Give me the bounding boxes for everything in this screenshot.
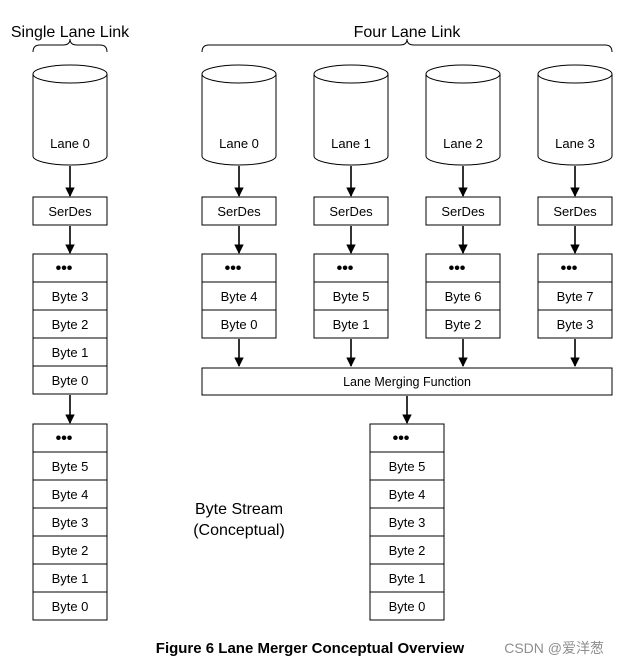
serdes-label: SerDes [217, 204, 261, 219]
byte-cell: Byte 4 [52, 487, 89, 502]
figure-caption: Figure 6 Lane Merger Conceptual Overview [156, 640, 465, 657]
byte-cell: Byte 2 [52, 317, 89, 332]
lane-label: Lane 3 [555, 136, 595, 151]
single-lane-brace [32, 38, 108, 53]
lane-cylinder: Lane 0 [32, 64, 108, 166]
byte-cell: Byte 5 [389, 459, 426, 474]
lane-column-0: Lane 0 SerDes ••• Byte 4 Byte 0 [201, 64, 277, 367]
byte-cell: Byte 1 [333, 317, 370, 332]
serdes-label: SerDes [48, 204, 92, 219]
byte-stream-label: Byte Stream [195, 501, 283, 518]
byte-cell: Byte 0 [52, 373, 89, 388]
merged-byte-stream: ••• Byte 5 Byte 4 Byte 3 Byte 2 Byte 1 B… [369, 423, 445, 621]
byte-buffer: ••• Byte 3 Byte 2 Byte 1 Byte 0 [32, 253, 108, 395]
lane-column-2: Lane 2 SerDes ••• Byte 6 Byte 2 [425, 64, 501, 367]
lane-merging-label: Lane Merging Function [343, 375, 471, 389]
ellipsis-dots: ••• [56, 260, 73, 277]
ellipsis-dots: ••• [449, 260, 466, 277]
serdes-label: SerDes [329, 204, 373, 219]
lane-column-1: Lane 1 SerDes ••• Byte 5 Byte 1 [313, 64, 389, 367]
lane-merging-function-box: Lane Merging Function [201, 367, 613, 396]
ellipsis-dots: ••• [561, 260, 578, 277]
byte-cell: Byte 6 [445, 289, 482, 304]
byte-cell: Byte 3 [557, 317, 594, 332]
lane-label: Lane 0 [50, 136, 90, 151]
ellipsis-dots: ••• [56, 430, 73, 447]
serdes-label: SerDes [441, 204, 485, 219]
lane-label: Lane 1 [331, 136, 371, 151]
byte-cell: Byte 1 [52, 345, 89, 360]
byte-cell: Byte 2 [52, 543, 89, 558]
byte-cell: Byte 3 [52, 289, 89, 304]
four-lane-header: Four Lane Link [354, 24, 462, 41]
ellipsis-dots: ••• [337, 260, 354, 277]
ellipsis-dots: ••• [225, 260, 242, 277]
four-lane-brace [201, 38, 613, 53]
byte-cell: Byte 3 [52, 515, 89, 530]
byte-cell: Byte 1 [52, 571, 89, 586]
byte-cell: Byte 3 [389, 515, 426, 530]
ellipsis-dots: ••• [393, 430, 410, 447]
single-byte-stream: ••• Byte 5 Byte 4 Byte 3 Byte 2 Byte 1 B… [32, 423, 108, 621]
byte-cell: Byte 0 [389, 599, 426, 614]
byte-cell: Byte 2 [389, 543, 426, 558]
byte-cell: Byte 2 [445, 317, 482, 332]
serdes-label: SerDes [553, 204, 597, 219]
watermark: CSDN @爱洋葱 [504, 640, 604, 656]
byte-cell: Byte 1 [389, 571, 426, 586]
byte-cell: Byte 5 [52, 459, 89, 474]
byte-cell: Byte 4 [221, 289, 258, 304]
byte-stream-sublabel: (Conceptual) [193, 522, 285, 539]
lane-label: Lane 2 [443, 136, 483, 151]
single-lane-header: Single Lane Link [11, 24, 130, 41]
serdes-box: SerDes [32, 196, 108, 226]
lane-label: Lane 0 [219, 136, 259, 151]
byte-cell: Byte 4 [389, 487, 426, 502]
byte-cell: Byte 0 [52, 599, 89, 614]
lane-column-3: Lane 3 SerDes ••• Byte 7 Byte 3 [537, 64, 613, 367]
byte-cell: Byte 0 [221, 317, 258, 332]
byte-cell: Byte 7 [557, 289, 594, 304]
byte-cell: Byte 5 [333, 289, 370, 304]
